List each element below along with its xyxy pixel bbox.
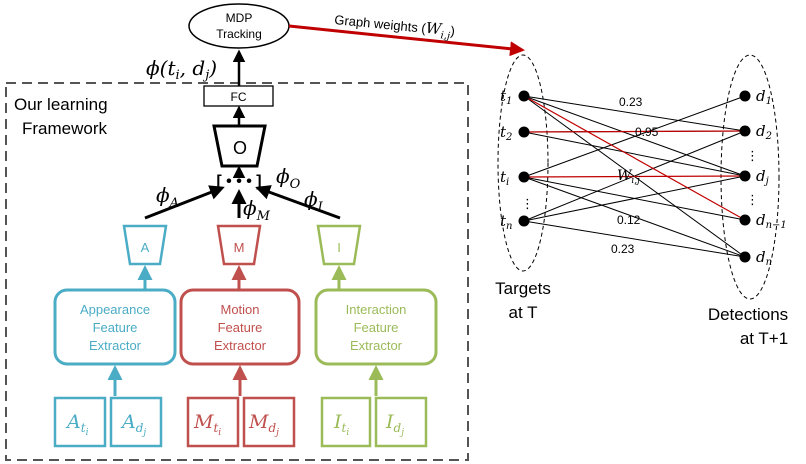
edge-ti-d1 — [523, 95, 746, 178]
appearance-input-ti-box — [53, 396, 107, 448]
interaction-trap-label: I — [337, 240, 341, 255]
framework-frame — [5, 82, 469, 461]
detections-vertical-dots-1: ⋮ — [746, 148, 759, 163]
graph-nodes — [518, 90, 751, 263]
target-node-label-t2: t2 — [500, 123, 512, 143]
graph-edges — [523, 95, 746, 258]
interaction-extractor-box — [314, 288, 438, 366]
edge-ti-dj-highlight — [523, 175, 746, 178]
phi-a-label: ϕA — [156, 183, 179, 211]
phi-o-label: ϕO — [276, 164, 301, 192]
edge-t2-d2-highlight — [523, 130, 746, 133]
target-node-t1 — [518, 90, 530, 102]
target-node-label-ti: ti — [500, 168, 509, 188]
concat-vector: [ • • • ] — [216, 173, 261, 190]
appearance-extractor-line2: Feature — [93, 320, 138, 335]
motion-trapezoid — [216, 224, 262, 266]
edge-t2-dj — [523, 131, 746, 177]
interaction-trapezoid — [316, 224, 362, 266]
interaction-input-ti-box — [320, 396, 372, 448]
detections-group-ellipse — [720, 54, 780, 300]
phi-m-label: ϕM — [243, 196, 271, 224]
detection-node-label-dn: dn — [756, 248, 772, 268]
o-label: O — [233, 138, 247, 158]
appearance-trap-label: A — [141, 240, 150, 255]
appearance-extractor-line3: Extractor — [89, 338, 142, 353]
target-node-label-tn: tn — [500, 212, 512, 232]
edge-tn-dn — [523, 220, 746, 258]
edge-weight-label-2: 0.95 — [635, 125, 659, 139]
detections-label-line2: at T+1 — [740, 329, 788, 348]
arrow-phi-i — [255, 185, 341, 220]
interaction-input-dj-box — [374, 396, 428, 448]
appearance-input-dj-box — [109, 396, 163, 448]
detection-node-label-d2: d2 — [756, 122, 772, 142]
target-node-tn — [518, 215, 530, 227]
arrow-phi-a — [144, 185, 225, 220]
detections-label-line1: Detections — [708, 305, 788, 324]
phi-output-label: ϕ(ti, dj) — [146, 56, 217, 83]
motion-input-ti-box — [186, 396, 240, 448]
detection-node-d2 — [739, 125, 751, 137]
edge-ti-dn — [523, 176, 746, 258]
detection-node-d1 — [739, 90, 751, 102]
appearance-input-dj: Adj — [120, 411, 146, 438]
targets-label-line1: Targets — [495, 279, 551, 298]
edge-weight-symbol: Wi,j — [617, 168, 640, 186]
motion-trap-label: M — [234, 240, 245, 255]
interaction-extractor-line2: Feature — [354, 320, 399, 335]
targets-label-line2: at T — [509, 303, 538, 322]
target-node-t2 — [518, 126, 530, 138]
framework-label-line2: Framework — [22, 119, 108, 138]
motion-extractor-line2: Feature — [218, 320, 263, 335]
appearance-extractor-line1: Appearance — [80, 302, 150, 317]
edge-weight-label-3: 0.12 — [617, 213, 641, 227]
fc-label: FC — [231, 90, 247, 104]
interaction-extractor-line1: Interaction — [346, 302, 407, 317]
target-node-label-t1: t1 — [500, 87, 512, 107]
edge-t1-d2 — [523, 95, 746, 132]
motion-extractor-line1: Motion — [220, 302, 259, 317]
edge-tn-dj — [523, 175, 746, 222]
targets-vertical-dots: ⋮ — [521, 196, 534, 211]
detection-node-label-d1: d1 — [756, 87, 772, 107]
detection-node-label-dj: dj — [756, 167, 769, 187]
appearance-trapezoid — [122, 224, 168, 266]
interaction-input-dj: Idj — [385, 411, 404, 438]
motion-input-ti: Mti — [193, 411, 221, 438]
motion-extractor-line3: Extractor — [214, 338, 267, 353]
mdp-line1: MDP — [226, 11, 253, 25]
interaction-extractor-line3: Extractor — [350, 338, 403, 353]
edge-weight-label-4: 0.23 — [611, 242, 635, 256]
targets-group-ellipse — [497, 54, 549, 272]
output-layer-trapezoid — [212, 124, 267, 168]
motion-input-dj: Mdj — [248, 411, 279, 438]
interaction-input-ti: Iti — [333, 411, 349, 438]
detection-node-dn-1 — [739, 214, 751, 226]
motion-extractor-box — [179, 288, 301, 366]
motion-input-dj-box — [242, 396, 296, 448]
detection-node-dj — [739, 170, 751, 182]
detection-node-label-dn-1: dn−1 — [756, 211, 787, 231]
appearance-input-ti: Ati — [65, 411, 89, 438]
framework-label-line1: Our learning — [14, 95, 108, 114]
detection-node-dn — [739, 251, 751, 263]
detections-vertical-dots-2: ⋮ — [746, 192, 759, 207]
appearance-extractor-box — [53, 288, 177, 366]
mdp-line2: Tracking — [216, 27, 262, 41]
edge-weight-label-1: 0.23 — [619, 95, 643, 109]
graph-weights-arrow — [288, 24, 525, 57]
edge-t1-dn-1-highlight — [523, 95, 746, 221]
phi-i-label: ϕI — [304, 187, 324, 215]
target-node-ti — [518, 171, 530, 183]
